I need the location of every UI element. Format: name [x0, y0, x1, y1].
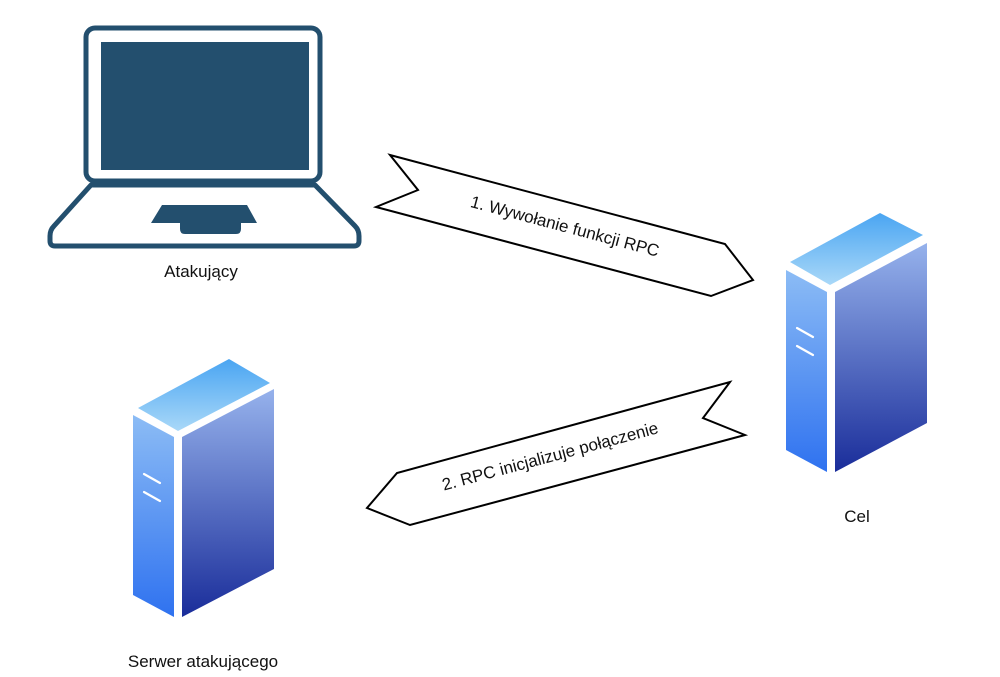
attacker-server-label: Serwer atakującego [128, 652, 278, 671]
arrow-rpc-call[interactable]: 1. Wywołanie funkcji RPC [372, 153, 755, 298]
target-node[interactable]: Cel [786, 213, 927, 526]
attacker-node[interactable]: Atakujący [47, 25, 362, 281]
arrow-shape [372, 153, 755, 298]
attacker-label: Atakujący [164, 262, 238, 281]
laptop-icon [47, 25, 362, 249]
server-icon [133, 359, 274, 617]
arrow-rpc-connect[interactable]: 2. RPC inicjalizuje połączenie [365, 380, 749, 527]
server-icon [786, 213, 927, 472]
attacker-server-node[interactable]: Serwer atakującego [128, 359, 278, 671]
arrow-shape [365, 380, 749, 527]
target-label: Cel [844, 507, 870, 526]
